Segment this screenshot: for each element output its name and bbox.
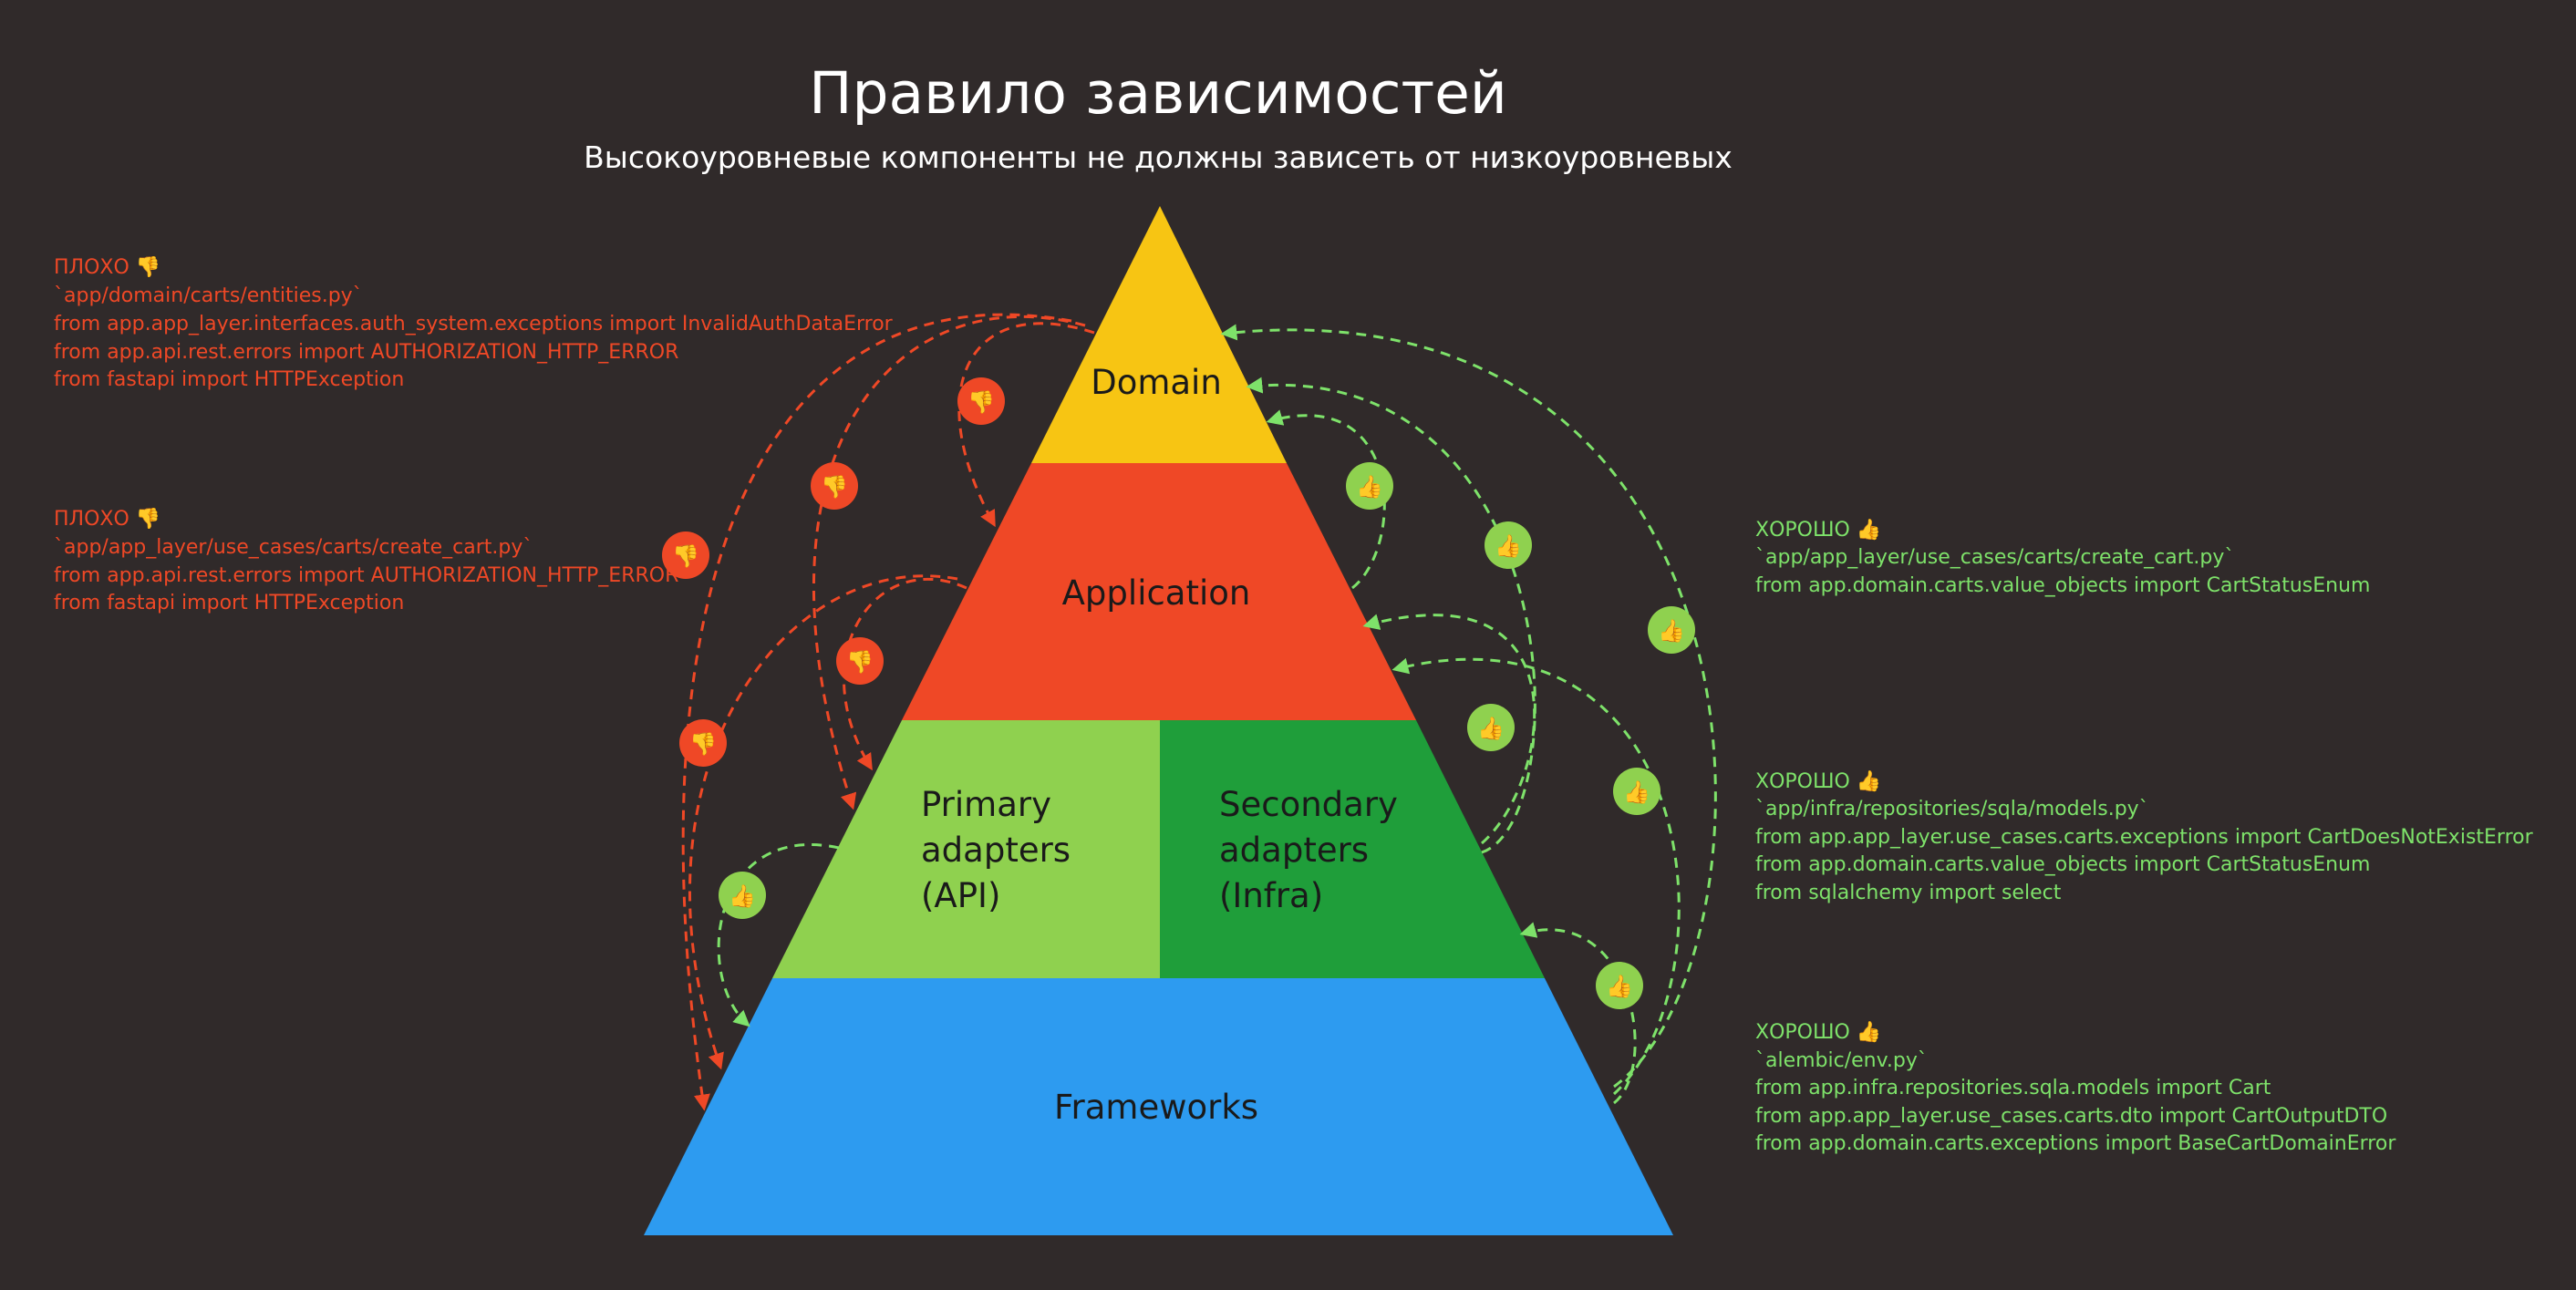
bad-badges: 👎 👎 👎 👎 👎 [662,377,1005,767]
bad-arrow-domain-to-frameworks [681,313,1072,1111]
note-heading: ХОРОШО 👍 [1755,1020,1881,1044]
layer-primary-label-2: adapters [921,831,1071,870]
thumbs-up-badge: 👍 [1467,704,1515,751]
note-good-3: ХОРОШО 👍 `alembic/env.py` from app.infra… [1755,1020,2396,1155]
thumbs-down-icon: 👎 [672,543,699,569]
thumbs-down-icon: 👎 [136,255,160,279]
thumbs-up-icon: 👍 [729,883,756,909]
thumbs-down-icon: 👎 [689,731,717,757]
note-line: from app.infra.repositories.sqla.models … [1755,1077,2271,1099]
note-bad-1: ПЛОХО 👎 `app/domain/carts/entities.py` f… [54,255,894,391]
good-arrow-frameworks-to-domain [1220,324,1717,1089]
thumbs-down-badge: 👎 [957,377,1005,425]
layer-secondary-label-1: Secondary [1219,785,1398,824]
page-subtitle: Высокоуровневые компоненты не должны зав… [584,139,1733,175]
note-heading: ХОРОШО 👍 [1755,769,1881,793]
note-good-2: ХОРОШО 👍 `app/infra/repositories/sqla/mo… [1755,769,2534,904]
layer-frameworks [644,978,1673,1235]
note-line: from app.api.rest.errors import AUTHORIZ… [54,564,678,587]
thumbs-up-badge: 👍 [1485,521,1532,569]
bad-arrow-domain-to-primary [812,315,1086,810]
thumbs-up-icon: 👍 [1658,618,1685,644]
layer-domain-label: Domain [1091,363,1222,402]
thumbs-down-icon: 👎 [846,649,874,675]
thumbs-down-icon: 👎 [821,474,848,500]
thumbs-up-badge: 👍 [1648,606,1695,654]
layer-primary-label-3: (API) [921,876,1000,915]
note-line: from fastapi import HTTPException [54,592,404,614]
layer-application-label: Application [1062,573,1251,613]
layer-application [902,463,1416,720]
note-file: `app/domain/carts/entities.py` [54,284,363,307]
note-line: from app.domain.carts.value_objects impo… [1755,853,2371,876]
thumbs-up-icon: 👍 [1857,1020,1881,1044]
note-heading: ХОРОШО 👍 [1755,518,1881,542]
note-line: from app.app_layer.use_cases.carts.dto i… [1755,1105,2387,1128]
thumbs-up-badge: 👍 [1596,962,1643,1009]
note-line: from app.domain.carts.value_objects impo… [1755,574,2371,597]
note-line: from app.app_layer.interfaces.auth_syste… [54,313,894,335]
note-good-1: ХОРОШО 👍 `app/app_layer/use_cases/carts/… [1755,518,2371,597]
bad-dependency-arrows [681,313,1095,1111]
bad-arrow-domain-to-application [957,322,1095,528]
note-line: from app.api.rest.errors import AUTHORIZ… [54,341,678,364]
note-file: `app/app_layer/use_cases/carts/create_ca… [54,536,533,559]
thumbs-down-badge: 👎 [679,719,727,767]
note-line: from fastapi import HTTPException [54,368,404,391]
layer-secondary-adapters [1160,720,1545,978]
good-arrow-secondary-to-domain [1246,377,1536,854]
note-file: `app/infra/repositories/sqla/models.py` [1755,798,2149,820]
thumbs-up-badge: 👍 [1346,462,1393,510]
layer-secondary-label-3: (Infra) [1219,876,1323,915]
note-bad-2: ПЛОХО 👎 `app/app_layer/use_cases/carts/c… [54,507,678,614]
layer-primary-label-1: Primary [921,785,1051,824]
note-heading: ПЛОХО 👎 [54,255,160,279]
pyramid: Domain Application Primary adapters (API… [644,206,1673,1235]
note-file: `app/app_layer/use_cases/carts/create_ca… [1755,546,2234,569]
thumbs-up-badge: 👍 [1613,768,1660,815]
thumbs-up-badge: 👍 [719,872,766,919]
layer-domain [1031,206,1287,463]
thumbs-up-icon: 👍 [1623,779,1650,805]
layer-frameworks-label: Frameworks [1054,1088,1258,1127]
note-line: from app.app_layer.use_cases.carts.excep… [1755,826,2534,849]
thumbs-down-icon: 👎 [967,389,995,415]
thumbs-up-icon: 👍 [1477,716,1505,741]
thumbs-down-badge: 👎 [811,462,858,510]
layer-primary-adapters [772,720,1160,978]
good-badges: 👍 👍 👍 👍 👍 👍 👍 [719,462,1695,1009]
good-arrow-secondary-to-application [1362,614,1536,845]
thumbs-up-icon: 👍 [1606,974,1633,999]
thumbs-down-icon: 👎 [136,507,160,531]
note-file: `alembic/env.py` [1755,1049,1928,1072]
bad-arrow-application-to-primary [843,577,967,771]
note-line: from sqlalchemy import select [1755,882,2062,904]
good-arrow-frameworks-to-secondary [1519,922,1637,1105]
note-line: from app.domain.carts.exceptions import … [1755,1132,2396,1155]
bad-arrow-application-to-frameworks [688,574,958,1070]
page-title: Правило зависимостей [809,60,1507,127]
thumbs-up-icon: 👍 [1495,533,1522,559]
note-heading: ПЛОХО 👎 [54,507,160,531]
thumbs-up-icon: 👍 [1356,474,1383,500]
thumbs-down-badge: 👎 [662,531,709,579]
layer-secondary-label-2: adapters [1219,831,1369,870]
thumbs-up-icon: 👍 [1857,769,1881,793]
thumbs-down-badge: 👎 [836,637,884,685]
good-arrow-frameworks-to-application [1391,657,1681,1096]
thumbs-up-icon: 👍 [1857,518,1881,542]
